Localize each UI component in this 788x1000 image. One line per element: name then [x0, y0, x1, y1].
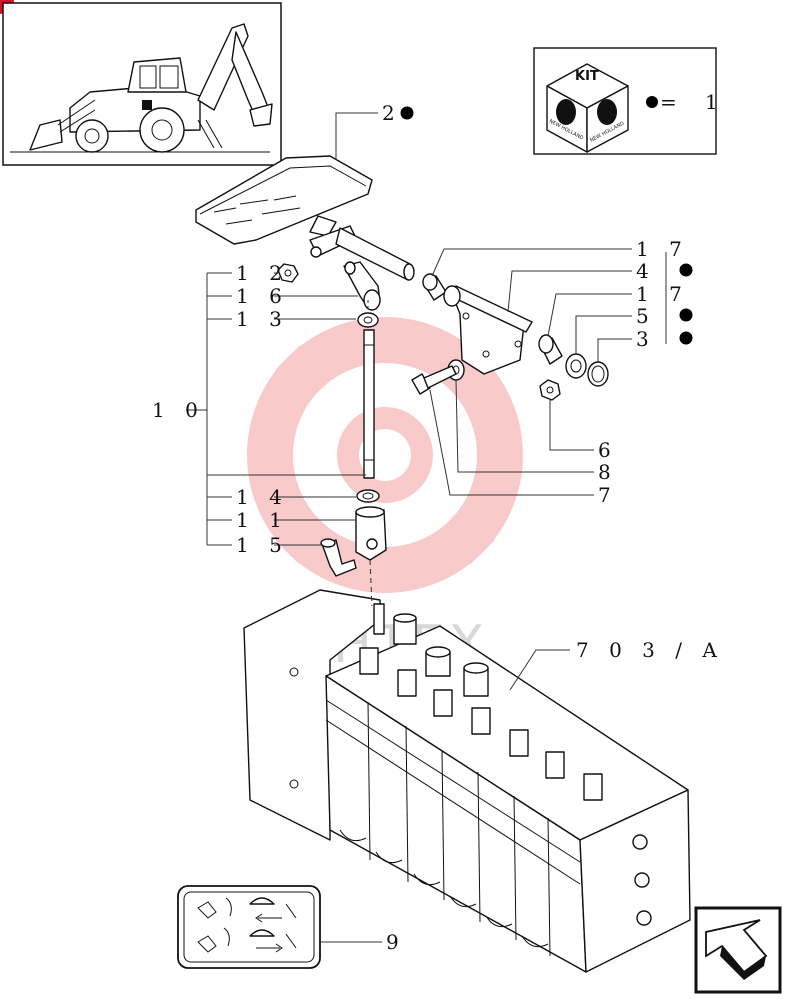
- bolt-7-part: [411, 365, 457, 395]
- kit-number: 1: [705, 90, 725, 114]
- callout-7: 7: [598, 483, 618, 507]
- callout-703a: 7 0 3 / A: [576, 638, 724, 662]
- kit-marker-4: [679, 263, 693, 277]
- kit-marker-5: [679, 308, 693, 322]
- control-pattern-decal-icon: [177, 885, 321, 969]
- pin-15-part: [320, 538, 357, 577]
- nut-6-part: [539, 379, 561, 401]
- bushing-17b-part: [538, 334, 563, 365]
- control-valve-part: [243, 589, 691, 973]
- ball-joint-16-part: [343, 261, 381, 311]
- callout-14: 1 4: [236, 485, 289, 509]
- nut-12-part: [277, 263, 299, 283]
- clevis-11-part: [355, 506, 387, 561]
- bracket-4-part: [443, 285, 533, 375]
- callout-3: 3: [636, 327, 656, 351]
- kit-legend-box: KIT NEW HOLLAND NEW HOLLAND = 1: [533, 47, 725, 155]
- callout-15: 1 5: [236, 533, 289, 557]
- callout-12: 1 2: [236, 261, 289, 285]
- kit-title: KIT: [575, 69, 599, 84]
- threaded-rod-part: [363, 329, 375, 479]
- callout-8: 8: [598, 460, 618, 484]
- kit-marker-2: [400, 106, 414, 120]
- callout-17a: 1 7: [636, 237, 689, 261]
- backhoe-loader-thumbnail: [10, 23, 273, 153]
- callout-16: 1 6: [236, 284, 289, 308]
- washer-13-part: [357, 312, 379, 328]
- snap-ring-3-part: [587, 361, 609, 387]
- pedal-part: [195, 155, 415, 281]
- kit-cube-icon: [546, 63, 629, 153]
- callout-2: 2: [382, 101, 402, 125]
- bushing-17a-part: [422, 273, 447, 301]
- callout-6: 6: [598, 438, 618, 462]
- washer-14-part: [356, 489, 380, 503]
- callout-5: 5: [636, 304, 656, 328]
- callout-labels: 2 1 7 4 1 7 5 3 1 2 1 6 1 3 1 0 6 8 7 1 …: [152, 101, 724, 954]
- callout-10: 1 0: [152, 398, 205, 422]
- callout-11: 1 1: [236, 508, 289, 532]
- kit-marker-dot: [646, 96, 658, 108]
- callout-4: 4: [636, 259, 656, 283]
- callout-9: 9: [386, 930, 406, 954]
- machine-thumbnail: [2, 2, 282, 166]
- callout-13: 1 3: [236, 307, 289, 331]
- callout-17b: 1 7: [636, 282, 689, 306]
- kit-equals: =: [660, 90, 684, 114]
- leader-lines: [186, 112, 667, 943]
- next-page-arrow-icon[interactable]: [694, 906, 782, 994]
- kit-marker-3: [679, 331, 693, 345]
- bushing-5-part: [565, 353, 587, 379]
